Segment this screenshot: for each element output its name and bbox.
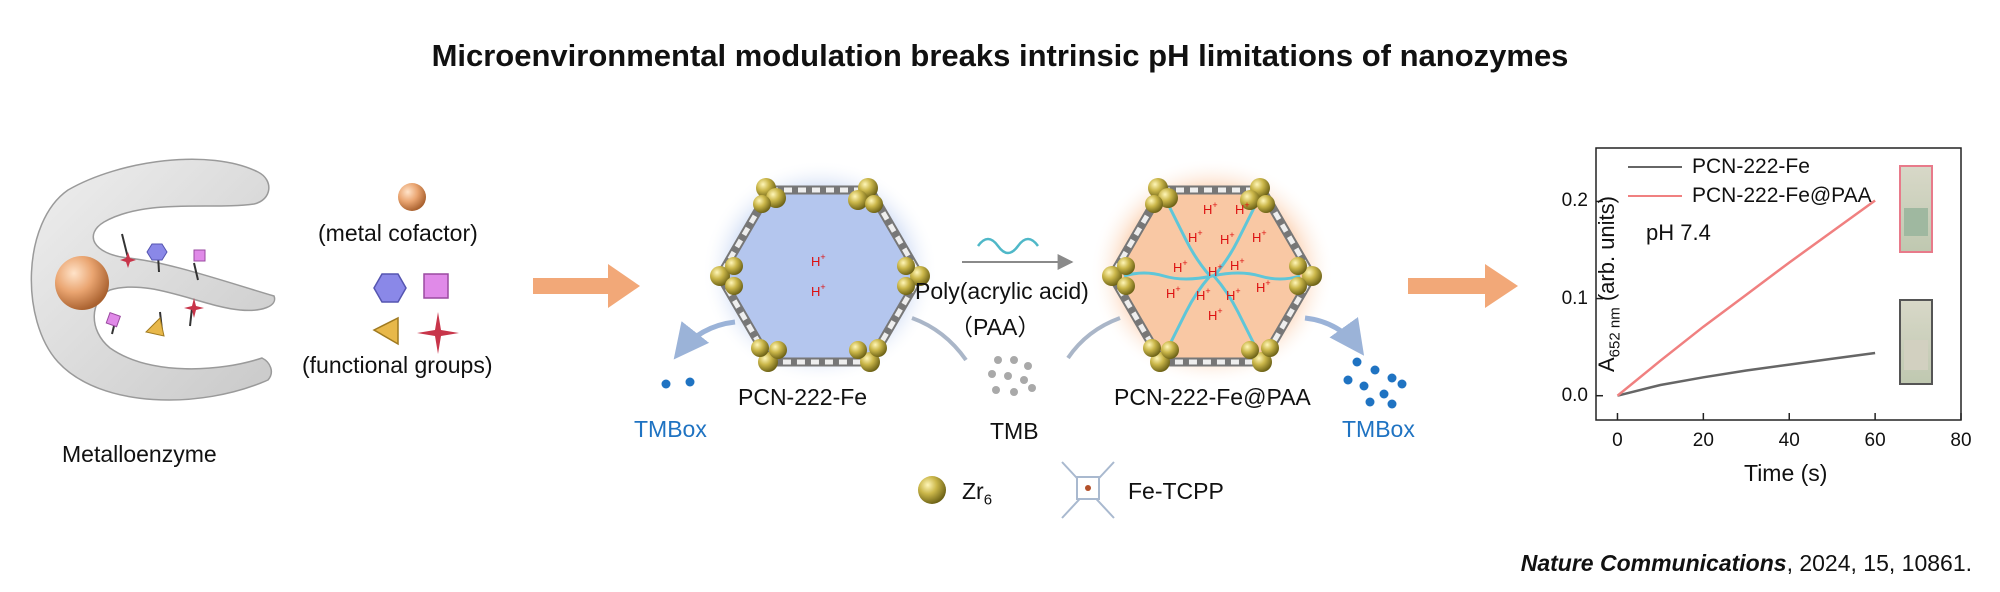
series-line-pcn-222-fe <box>1617 351 1876 397</box>
y-tick-label: 0.1 <box>1561 287 1588 309</box>
paa-label-line1: Poly(acrylic acid) <box>915 278 1089 304</box>
cuvette-paa <box>1899 165 1933 253</box>
oxidation-arrow-left <box>673 319 736 360</box>
x-tick-label: 80 <box>1950 430 1972 451</box>
triangle-marker <box>145 317 165 337</box>
absorbance-chart <box>1595 147 1962 421</box>
hexagon-marker <box>146 243 168 261</box>
metalloenzyme-illustration <box>30 158 276 401</box>
tmb-label: TMB <box>990 418 1039 444</box>
process-arrow-right <box>1408 264 1518 308</box>
x-axis-label: Time (s) <box>1744 460 1828 486</box>
star-icon <box>417 312 459 354</box>
journal-name: Nature Communications <box>1520 550 1787 576</box>
zr6-legend-label: Zr6 <box>962 478 992 509</box>
legend-label-pcn: PCN-222-Fe <box>1692 155 1810 178</box>
star-marker-bottom <box>184 298 204 318</box>
fe-tcpp-legend-label: Fe-TCPP <box>1128 478 1224 504</box>
paa-label-line2: （PAA） <box>950 314 1041 340</box>
functional-group-sticks <box>111 233 199 335</box>
metalloenzyme-label: Metalloenzyme <box>62 441 217 467</box>
y-axis-label: A652 nm (arb. units) <box>1594 84 1623 484</box>
y-tick-label: 0.0 <box>1561 384 1588 406</box>
hexagon-icon <box>373 273 407 303</box>
metal-cofactor-label: (metal cofactor) <box>318 220 478 246</box>
square-marker-bottom <box>105 311 121 328</box>
x-tick-label: 20 <box>1692 430 1714 451</box>
fe-tcpp-legend-icon <box>1061 461 1115 519</box>
tmbox-dots-right <box>1343 357 1407 409</box>
legend-left-icons <box>372 183 459 354</box>
oxidation-arrow-right <box>1304 315 1365 356</box>
tmb-arrow-left <box>911 316 968 362</box>
citation-details: , 2024, 15, 10861. <box>1786 550 1972 576</box>
x-tick-label: 60 <box>1864 430 1886 451</box>
x-tick-label: 40 <box>1778 430 1800 451</box>
zr-subscript: 6 <box>983 491 993 509</box>
tmbox-dots-left <box>661 377 695 389</box>
paa-wave <box>976 237 1040 255</box>
paa-chains <box>1123 199 1301 353</box>
y-label-rest: (arb. units) <box>1594 196 1619 308</box>
page-title: Microenvironmental modulation breaks int… <box>431 38 1569 73</box>
series-line-pcn-222-fe-paa <box>1616 199 1876 397</box>
pcn-222-fe-paa-framework <box>1090 158 1334 386</box>
zr-text: Zr <box>962 478 984 504</box>
zr6-legend-icon <box>918 476 946 504</box>
tmb-dots <box>988 356 1036 396</box>
metal-cofactor-icon <box>398 183 426 211</box>
legend-label-paa: PCN-222-Fe@PAA <box>1692 184 1872 207</box>
pcn-paa-label: PCN-222-Fe@PAA <box>1114 384 1311 410</box>
enzyme-shell <box>30 158 276 401</box>
chart-annotation: pH 7.4 <box>1646 220 1711 245</box>
square-icon <box>423 273 449 299</box>
cuvette-pcn <box>1899 299 1933 385</box>
zr6-nodes-pcn <box>710 178 930 372</box>
plot-frame <box>1595 147 1962 421</box>
metal-cofactor-sphere <box>55 256 109 310</box>
process-arrow-left <box>533 264 640 308</box>
star-marker-top <box>120 252 136 268</box>
tmb-arrow-right <box>1066 316 1121 360</box>
y-tick-label: 0.2 <box>1561 190 1588 212</box>
y-label-sub: 652 nm <box>1606 307 1624 358</box>
zr6-nodes-paa <box>1102 178 1322 372</box>
citation: Nature Communications, 2024, 15, 10861. <box>1521 550 1972 577</box>
functional-groups-label: (functional groups) <box>302 352 493 378</box>
tmbox-label-left: TMBox <box>634 416 707 442</box>
triangle-icon <box>372 316 399 346</box>
tmbox-label-right: TMBox <box>1342 416 1415 442</box>
pcn-label: PCN-222-Fe <box>738 384 868 410</box>
pcn-222-fe-framework <box>702 160 938 384</box>
y-label-base: A <box>1594 357 1619 372</box>
square-marker-top <box>193 249 206 262</box>
x-tick-label: 0 <box>1612 430 1623 451</box>
